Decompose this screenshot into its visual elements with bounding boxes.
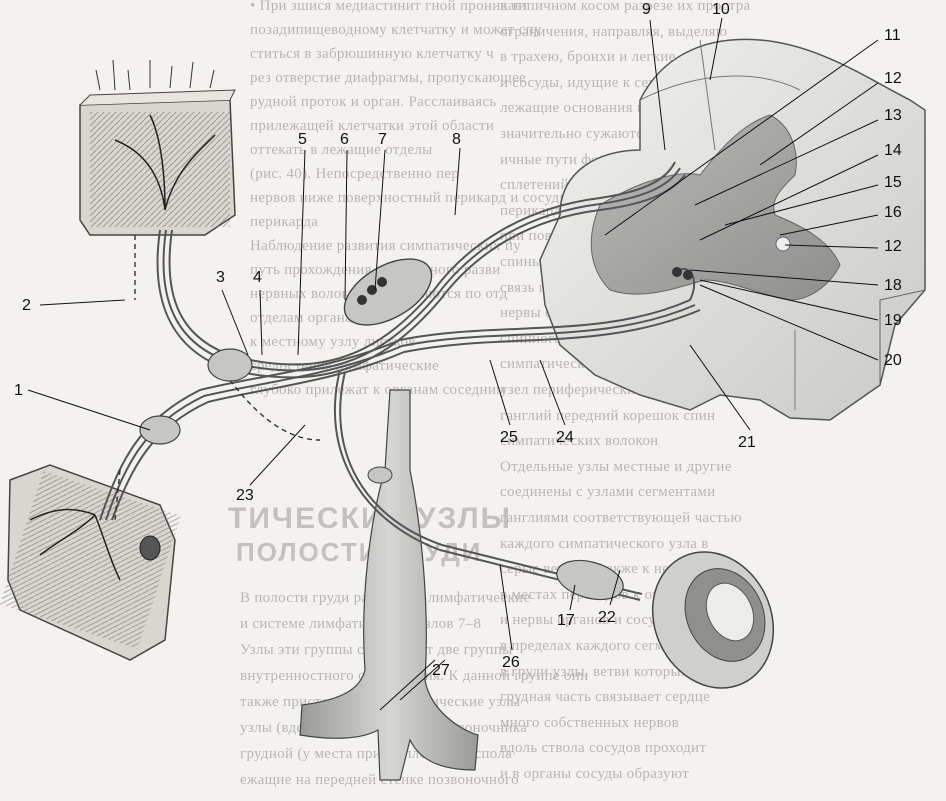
label-10: 10 bbox=[712, 1, 730, 18]
leader-lines bbox=[27, 17, 879, 711]
background-text-line: отделам органа bbox=[250, 310, 353, 326]
spinal-ganglion bbox=[343, 258, 433, 326]
label-17: 17 bbox=[557, 612, 575, 629]
label-19: 19 bbox=[884, 312, 902, 329]
background-text-line: каждого симпатического узла в bbox=[500, 535, 709, 552]
label-20: 20 bbox=[884, 352, 902, 369]
label-25: 25 bbox=[500, 429, 518, 446]
background-text-line: соединены с узлами сегментами bbox=[500, 484, 716, 501]
background-text-line: • При зшися медиастинит гной проникает bbox=[250, 0, 529, 14]
background-text-line: рудной проток и орган. Расслаиваясь bbox=[250, 94, 497, 110]
aorta-vessel bbox=[299, 389, 479, 781]
label-22: 22 bbox=[598, 609, 616, 626]
label-12-lower: 12 bbox=[884, 238, 902, 255]
background-text-line: ститься в забрюшинную клетчатку ч bbox=[250, 46, 494, 62]
label-18: 18 bbox=[884, 277, 902, 294]
spinal-cord-section bbox=[539, 38, 926, 421]
label-1: 1 bbox=[14, 382, 23, 399]
background-text-line: грудная часть связывает сердце bbox=[500, 689, 711, 706]
section-subheading: ПОЛОСТИ ГРУДИ bbox=[236, 537, 483, 567]
background-text-line: прилежащей клетчатки этой области bbox=[250, 118, 495, 134]
background-text-line: Наблюдение развития симпатических пу bbox=[250, 238, 522, 254]
section-heading: ТИЧЕСКИЕ УЗЛЫ bbox=[228, 502, 512, 535]
background-text-line: вдоль ствола сосудов проходит bbox=[500, 740, 707, 757]
intestine-ring bbox=[651, 551, 775, 689]
background-text-line: в груди узлы, ветви которых bbox=[500, 663, 689, 680]
background-text-line: перикарда bbox=[250, 214, 319, 230]
background-text-line: спины bbox=[500, 254, 543, 270]
background-text-line: ограничения, направляя, выделяю bbox=[500, 23, 728, 40]
label-15: 15 bbox=[884, 174, 902, 191]
skin-block-lower bbox=[0, 464, 182, 661]
label-21: 21 bbox=[738, 434, 756, 451]
lateral-horn-neuron bbox=[672, 267, 682, 277]
label-16: 16 bbox=[884, 204, 902, 221]
label-24: 24 bbox=[556, 429, 574, 446]
background-text-line: глубоко прилежат к органам соседним bbox=[250, 382, 507, 398]
label-13: 13 bbox=[884, 107, 902, 124]
background-text-line: ганглиями соответствующей частью bbox=[500, 510, 742, 526]
background-text-line: много собственных нервов bbox=[500, 714, 680, 731]
prevertebral-ganglion bbox=[367, 466, 624, 601]
label-26: 26 bbox=[502, 654, 520, 671]
label-2: 2 bbox=[22, 297, 31, 314]
callout-labels: 1 2 3 4 5 6 7 8 9 10 11 12 13 14 15 16 1… bbox=[14, 1, 902, 679]
background-text-line: в трахею, бронхи и легкие, рассек bbox=[500, 49, 728, 66]
label-3: 3 bbox=[216, 269, 225, 286]
dashed-fibers bbox=[114, 235, 321, 521]
label-5: 5 bbox=[298, 131, 307, 148]
background-text-line: к местному узлу листков bbox=[250, 334, 416, 350]
background-text-line: ганглий передний корешок спин bbox=[500, 407, 716, 424]
background-text-line: симпатических волокон bbox=[500, 433, 659, 450]
background-text-line: в пределах каждого сегмента bbox=[500, 638, 694, 654]
background-text-line: и в органы сосуды образуют bbox=[500, 766, 690, 782]
background-text-line: и нервы органов и сосудов, и bbox=[500, 612, 695, 629]
background-text-line: рез отверстие диафрагмы, пропускающее bbox=[250, 70, 526, 86]
label-12-upper: 12 bbox=[884, 70, 902, 87]
label-4: 4 bbox=[253, 269, 262, 286]
label-6: 6 bbox=[340, 131, 349, 148]
label-8: 8 bbox=[452, 131, 461, 148]
label-14: 14 bbox=[884, 142, 902, 159]
background-text-line: в типичном косом разрезе их простра bbox=[500, 0, 751, 14]
background-text-line: оттекать в лежащие отделы bbox=[250, 142, 433, 158]
background-text-line: позадипищеводному клетчатку и может спу bbox=[250, 22, 542, 38]
label-27: 27 bbox=[432, 662, 450, 679]
label-9: 9 bbox=[642, 1, 651, 18]
label-11: 11 bbox=[884, 27, 901, 44]
sympathetic-trunk-ganglion bbox=[139, 348, 253, 445]
label-7: 7 bbox=[378, 131, 387, 148]
lateral-horn-neuron bbox=[683, 270, 693, 280]
skin-block-upper bbox=[79, 59, 236, 236]
background-text-line: (рис. 40). Непосредственно пер bbox=[250, 166, 460, 182]
background-text-line: нервов ниже поверхностный перикард и сос… bbox=[250, 190, 581, 206]
background-text-line: ежащие на передней стенке позвоночного bbox=[240, 772, 519, 788]
background-text-line: Отдельные узлы местные и другие bbox=[500, 458, 732, 475]
label-23: 23 bbox=[236, 487, 254, 504]
